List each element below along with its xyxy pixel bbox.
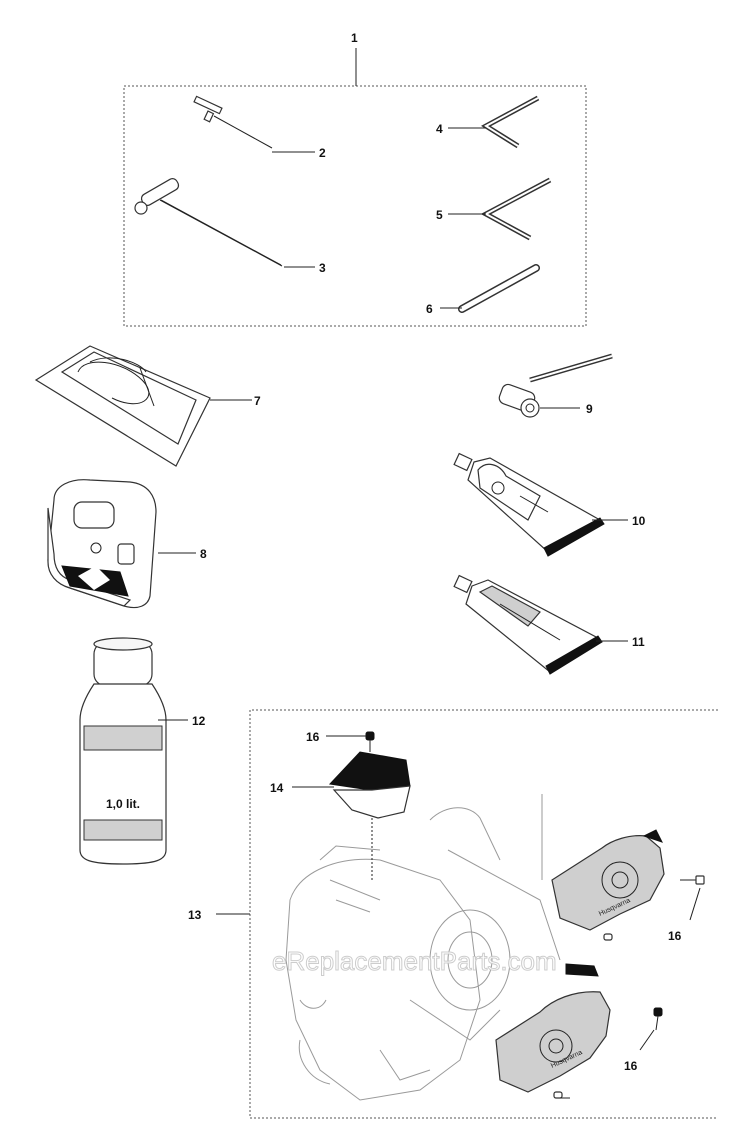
callout-6: 6 (426, 302, 433, 316)
callout-12: 12 (192, 714, 206, 728)
callout-1: 1 (351, 31, 358, 45)
air-filter (47, 479, 157, 609)
bottle-label: 1,0 lit. (106, 797, 140, 811)
callout-3: 3 (319, 261, 326, 275)
callout-8: 8 (200, 547, 207, 561)
engine-outline (285, 807, 561, 1101)
oil-bottle: 1,0 lit. (79, 637, 167, 865)
callout-4: 4 (436, 122, 443, 136)
grease-tube-11 (453, 574, 603, 675)
spark-plug-wrench (498, 353, 613, 418)
grease-tube-10 (453, 452, 605, 557)
hex-key-small (481, 95, 540, 149)
callout-5: 5 (436, 208, 443, 222)
callout-9: 9 (586, 402, 593, 416)
callout-13: 13 (188, 908, 202, 922)
callout-16-mid: 16 (668, 929, 682, 943)
carrying-bag (34, 345, 211, 467)
tool-kit-group: 1 2 3 4 5 (123, 31, 587, 327)
rod-tool (458, 264, 540, 313)
callout-16-bottom: 16 (624, 1059, 638, 1073)
callout-2: 2 (319, 146, 326, 160)
hex-key-large (480, 177, 552, 241)
callout-11: 11 (632, 635, 645, 649)
guard-cover-14 (328, 731, 411, 880)
screwdriver-tool (193, 95, 273, 149)
callout-7: 7 (254, 394, 261, 408)
watermark-text: eReplacementParts.com (272, 946, 557, 976)
chain-guard-upper: Husqvarna (541, 794, 665, 941)
tool-kit-frame (123, 85, 587, 327)
t-wrench-tool (134, 178, 283, 267)
callout-16-top: 16 (306, 730, 320, 744)
callout-14: 14 (270, 781, 284, 795)
callout-10: 10 (632, 514, 646, 528)
chain-guard-lower: Husqvarna (495, 963, 611, 1099)
guard-kit-group: 13 14 16 (188, 709, 718, 1119)
